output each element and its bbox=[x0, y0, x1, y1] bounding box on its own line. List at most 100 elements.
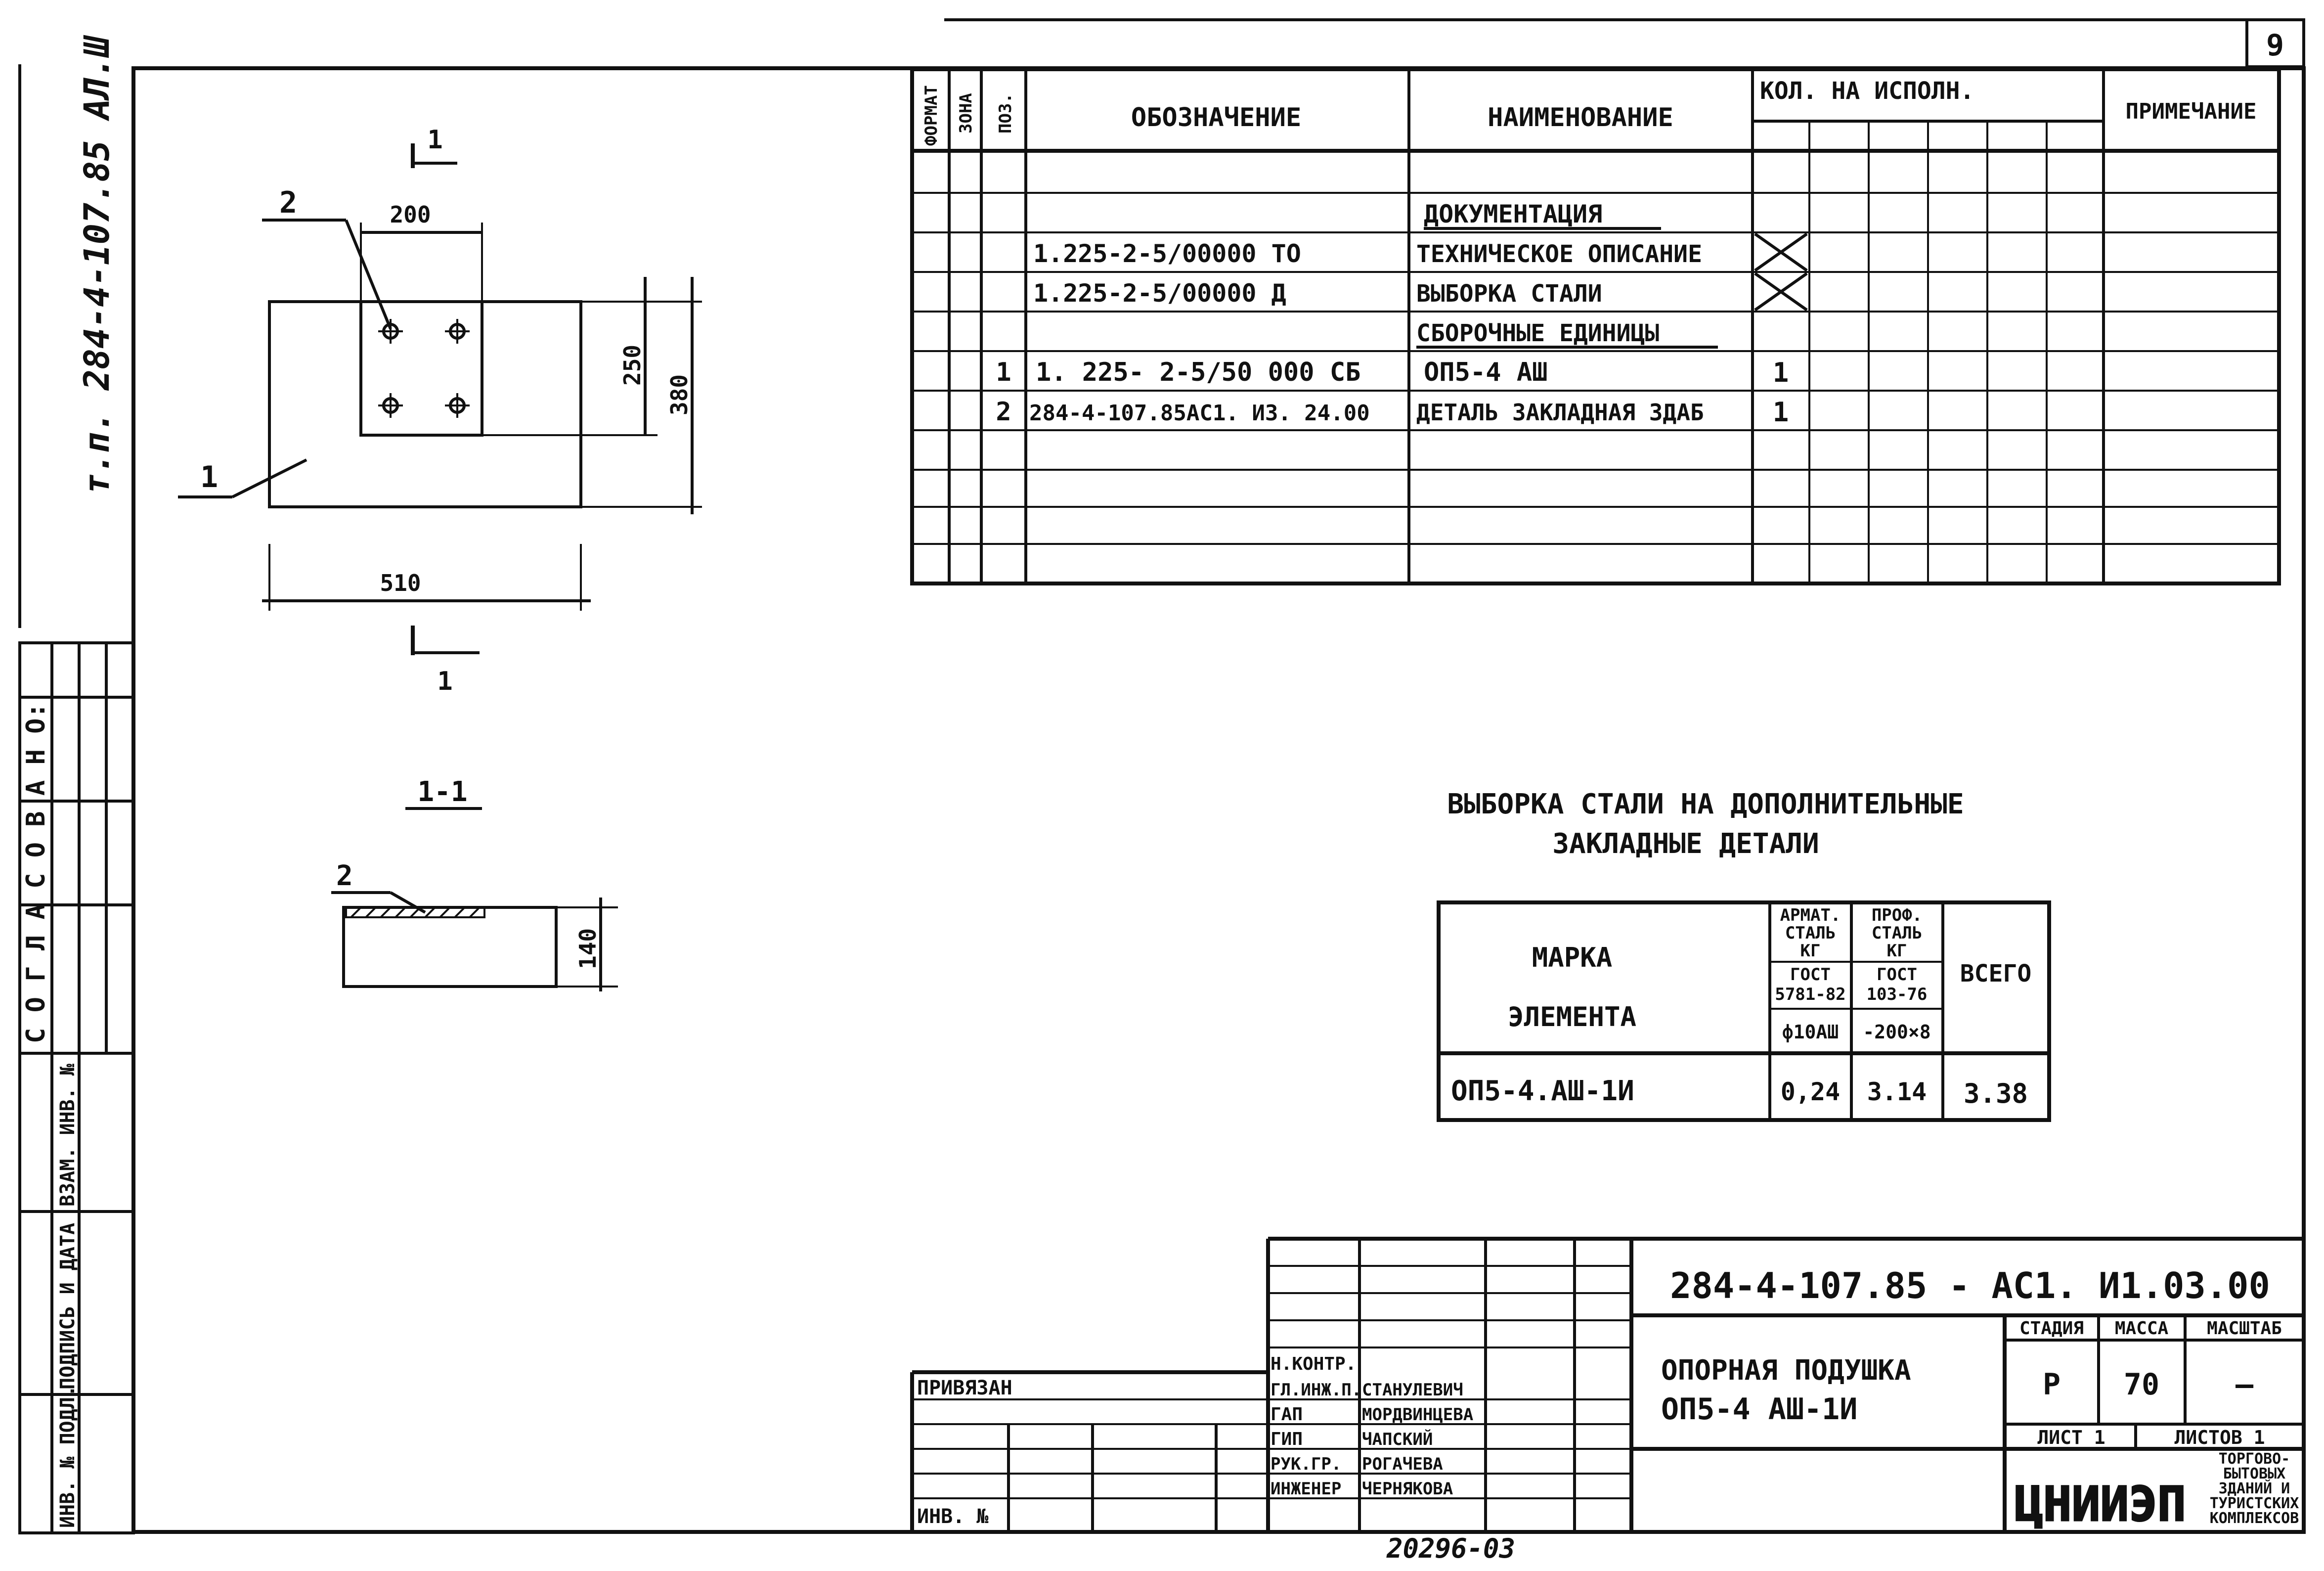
drawing-title-1: ОПОРНАЯ ПОДУШКА bbox=[1661, 1354, 1911, 1387]
org-line-1: ТОРГОВО- bbox=[2219, 1450, 2290, 1468]
privyazan-label: ПРИВЯЗАН bbox=[917, 1377, 1012, 1399]
row-val-armat: 0,24 bbox=[1781, 1077, 1840, 1106]
row-name: ТЕХНИЧЕСКОЕ ОПИСАНИЕ bbox=[1416, 240, 1702, 268]
plan-view: 200 2 1 250 380 510 1 1 bbox=[178, 125, 702, 696]
stud-marks bbox=[378, 319, 470, 418]
steel-title-line1: ВЫБОРКА СТАЛИ НА ДОПОЛНИТЕЛЬНЫЕ bbox=[1447, 788, 1964, 820]
sheet-label: ЛИСТ 1 bbox=[2037, 1427, 2105, 1448]
prof-gost2: 103-76 bbox=[1867, 985, 1928, 1004]
archive-number: 20296-03 bbox=[1386, 1533, 1515, 1564]
row-name: СБОРОЧНЫЕ ЕДИНИЦЫ bbox=[1416, 319, 1659, 347]
role-gip: ГИП bbox=[1271, 1429, 1303, 1449]
role-glinzh: ГЛ.ИНЖ.П. bbox=[1271, 1380, 1361, 1400]
mark-header-1: МАРКА bbox=[1532, 942, 1613, 973]
row-pos: 2 bbox=[996, 397, 1011, 427]
header-designation: ОБОЗНАЧЕНИЕ bbox=[1131, 103, 1301, 133]
org-line-3: ЗДАНИЙ И bbox=[2219, 1480, 2290, 1497]
row-designation: 1.225-2-5/00000 ТО bbox=[1033, 239, 1301, 268]
name-gap: МОРДВИНЦЕВА bbox=[1362, 1405, 1473, 1425]
row-val-prof: 3.14 bbox=[1867, 1077, 1927, 1106]
armat-h2: СТАЛЬ bbox=[1785, 923, 1836, 943]
armat-h3: КГ bbox=[1800, 941, 1821, 961]
prof-spec: -200×8 bbox=[1863, 1021, 1930, 1043]
sheet-number: 9 bbox=[2266, 28, 2284, 63]
prof-gost1: ГОСТ bbox=[1877, 965, 1917, 985]
signature-date-label: ПОДПИСЬ И ДАТА bbox=[56, 1223, 79, 1390]
side-code: т.п. 284-4-107.85 АЛ.Ш bbox=[77, 35, 117, 494]
org-logo: ЦНИИЭП bbox=[2015, 1477, 2186, 1532]
agreement-strip: С О Г Л А С О В А Н О: ИНВ. № ПОДЛ. ПОДП… bbox=[18, 641, 135, 1534]
role-gap: ГАП bbox=[1271, 1404, 1303, 1425]
header-pos: ПОЗ. bbox=[996, 93, 1015, 134]
steel-title-line2: ЗАКЛАДНЫЕ ДЕТАЛИ bbox=[1552, 828, 1819, 860]
org-line-4: ТУРИСТСКИХ bbox=[2210, 1495, 2299, 1512]
row-qty: 1 bbox=[1773, 397, 1789, 428]
name-engineer: ЧЕРНЯКОВА bbox=[1362, 1479, 1453, 1499]
org-line-5: КОМПЛЕКСОВ bbox=[2210, 1510, 2299, 1527]
row-name: ДЕТАЛЬ ЗАКЛАДНАЯ ЗДАБ bbox=[1416, 399, 1704, 426]
scale-label: МАСШТАБ bbox=[2207, 1318, 2282, 1339]
vzam-inv-label: ВЗАМ. ИНВ. № bbox=[56, 1064, 79, 1207]
name-gip: ЧАПСКИЙ bbox=[1362, 1429, 1433, 1449]
sheets-label: ЛИСТОВ 1 bbox=[2174, 1427, 2265, 1448]
row-mark: ОП5-4.АШ-1И bbox=[1451, 1075, 1634, 1107]
name-rukgr: РОГАЧЕВА bbox=[1362, 1454, 1443, 1474]
header-zone: ЗОНА bbox=[956, 93, 976, 134]
scale-value: — bbox=[2236, 1367, 2254, 1402]
armat-h1: АРМАТ. bbox=[1780, 905, 1841, 925]
header-note: ПРИМЕЧАНИЕ bbox=[2126, 99, 2257, 124]
role-engineer: ИНЖЕНЕР bbox=[1271, 1479, 1341, 1499]
section-view: 1-1 2 140 bbox=[331, 776, 618, 991]
dim-250: 250 bbox=[619, 345, 646, 386]
total-header: ВСЕГО bbox=[1960, 960, 2032, 987]
cross-mark bbox=[1754, 272, 1808, 312]
org-line-2: БЫТОВЫХ bbox=[2223, 1465, 2285, 1482]
row-total: 3.38 bbox=[1964, 1078, 2028, 1109]
row-pos: 1 bbox=[996, 358, 1011, 387]
drawing-title-2: ОП5-4 АШ-1И bbox=[1661, 1392, 1857, 1427]
stage-label: СТАДИЯ bbox=[2019, 1318, 2084, 1339]
armat-gost2: 5781-82 bbox=[1775, 985, 1845, 1004]
stage-value: Р bbox=[2043, 1367, 2061, 1402]
header-name: НАИМЕНОВАНИЕ bbox=[1488, 103, 1673, 133]
dim-510: 510 bbox=[380, 570, 421, 596]
cross-mark bbox=[1754, 232, 1808, 272]
section-title: 1-1 bbox=[417, 776, 467, 808]
steel-selection-table: ВЫБОРКА СТАЛИ НА ДОПОЛНИТЕЛЬНЫЕ ЗАКЛАДНЫ… bbox=[1437, 788, 2051, 1122]
header-qty: КОЛ. НА ИСПОЛН. bbox=[1760, 77, 1974, 105]
row-qty: 1 bbox=[1773, 357, 1789, 388]
row-name: ВЫБОРКА СТАЛИ bbox=[1416, 280, 1602, 308]
prof-h2: СТАЛЬ bbox=[1872, 923, 1922, 943]
drawing-code: 284-4-107.85 - АС1. И1.03.00 bbox=[1670, 1265, 2270, 1306]
prof-h3: КГ bbox=[1887, 941, 1907, 961]
section-label-pos-2: 2 bbox=[336, 860, 353, 892]
mass-value: 70 bbox=[2124, 1367, 2159, 1402]
inv-podl-label: ИНВ. № ПОДЛ. bbox=[56, 1385, 79, 1528]
row-designation: 1. 225- 2-5/50 000 СБ bbox=[1036, 358, 1360, 387]
row-name: ОП5-4 АШ bbox=[1424, 358, 1547, 387]
role-ncontr: Н.КОНТР. bbox=[1271, 1354, 1356, 1374]
dim-200: 200 bbox=[390, 201, 431, 228]
prof-h1: ПРОФ. bbox=[1872, 905, 1922, 925]
specification-table: ФОРМАТ ЗОНА ПОЗ. ОБОЗНАЧЕНИЕ НАИМЕНОВАНИ… bbox=[910, 67, 2281, 585]
cut-label-bottom: 1 bbox=[437, 667, 452, 696]
row-designation: 284-4-107.85АС1. ИЗ. 24.00 bbox=[1029, 401, 1370, 426]
row-name: ДОКУМЕНТАЦИЯ bbox=[1424, 200, 1602, 228]
agreed-label: С О Г Л А С О В А Н О: bbox=[21, 703, 51, 1043]
title-block: ПРИВЯЗАН ИНВ. № Н.КОНТР. ГЛ.ИНЖ.П. СТАНУ… bbox=[910, 1237, 2304, 1533]
mark-header-2: ЭЛЕМЕНТА bbox=[1508, 1001, 1636, 1032]
role-rukgr: РУК.ГР. bbox=[1271, 1454, 1341, 1474]
label-pos-1: 1 bbox=[200, 460, 218, 494]
armat-gost1: ГОСТ bbox=[1790, 965, 1831, 985]
inv-no-label: ИНВ. № bbox=[917, 1505, 989, 1528]
row-designation: 1.225-2-5/00000 Д bbox=[1033, 279, 1286, 308]
dim-140: 140 bbox=[574, 928, 601, 969]
dim-380: 380 bbox=[666, 374, 693, 415]
label-pos-2: 2 bbox=[279, 185, 297, 220]
armat-spec: ф10АШ bbox=[1782, 1021, 1839, 1043]
mass-label: МАССА bbox=[2115, 1318, 2169, 1339]
cut-label-top: 1 bbox=[427, 125, 442, 155]
name-glinzh: СТАНУЛЕВИЧ bbox=[1362, 1380, 1463, 1400]
header-format: ФОРМАТ bbox=[921, 85, 941, 146]
